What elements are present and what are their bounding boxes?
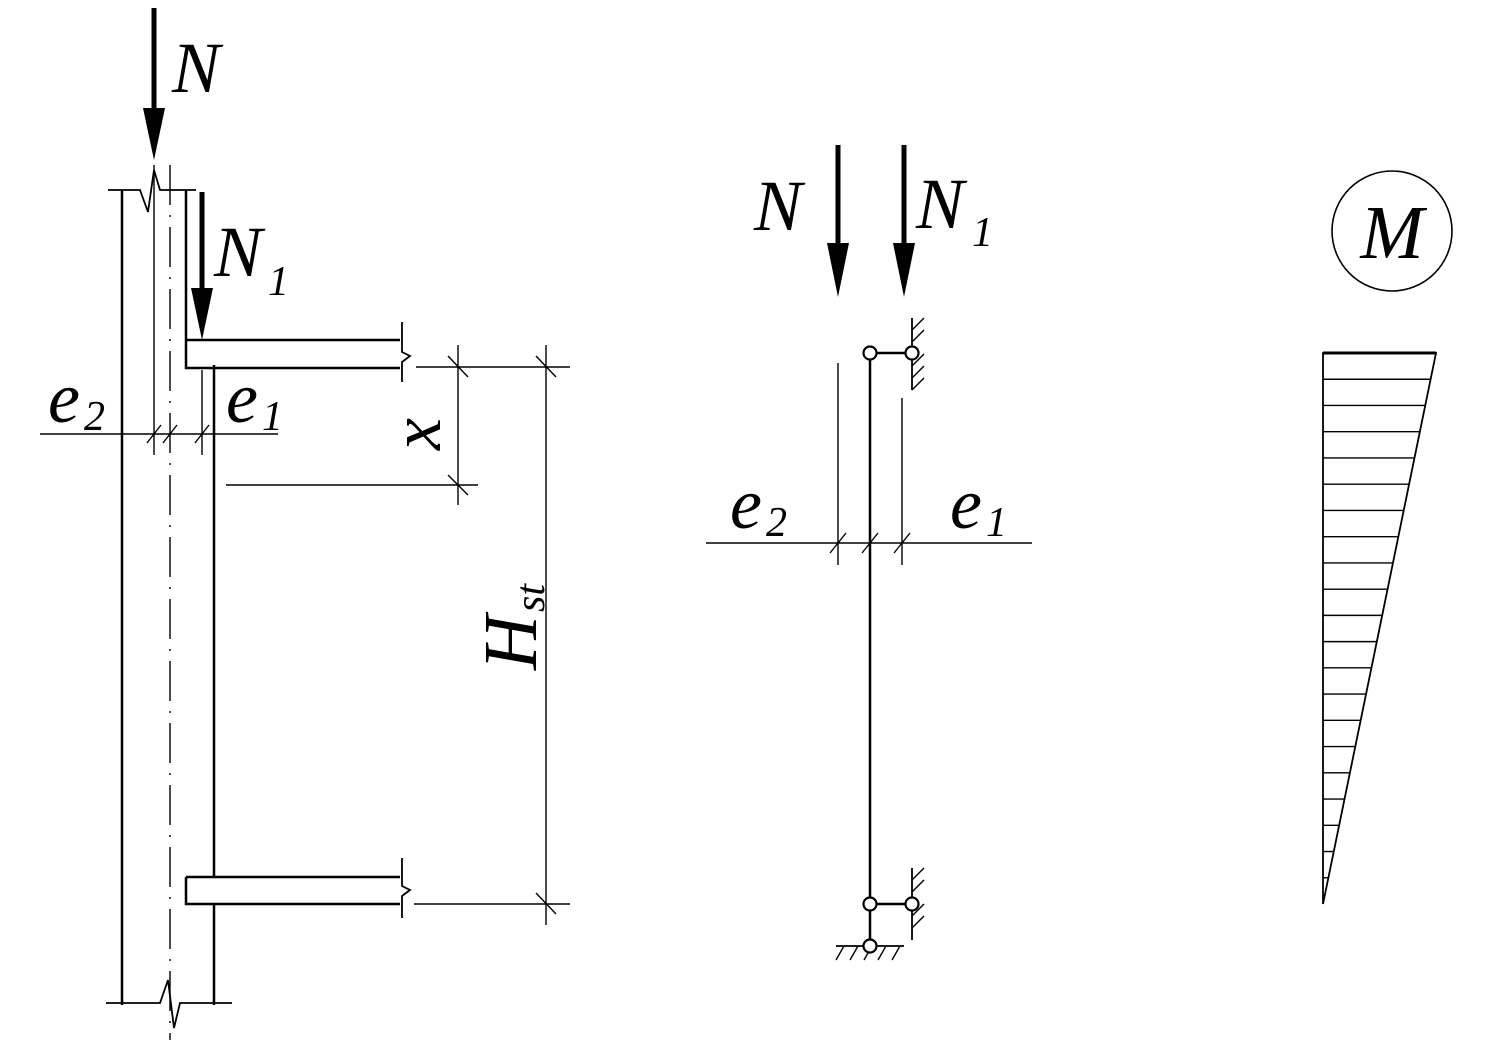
x-tick-bottom	[447, 474, 469, 496]
label-Hst: H	[469, 611, 553, 671]
upper-slab-bottom	[184, 340, 400, 370]
load-N-arrowhead	[143, 108, 165, 160]
model-label-e1: e	[950, 464, 982, 544]
tick-e2-left	[146, 424, 162, 444]
bottom-break-line	[106, 979, 232, 1029]
static-model: N N 1 e 2 e 1	[706, 145, 1032, 961]
model-label-N1-subscript: 1	[972, 210, 993, 256]
label-x: x	[376, 418, 456, 451]
top-support-hatch	[911, 317, 925, 391]
hinge-bottom-support	[904, 896, 920, 912]
upper-slab-break	[401, 322, 412, 382]
model-tick-left	[829, 532, 847, 554]
bottom-support-hatch	[911, 867, 925, 929]
tick-e1-right	[194, 424, 210, 444]
label-e1: e	[226, 358, 258, 438]
load-N1-arrowhead	[191, 288, 213, 340]
hinge-top-member	[862, 345, 878, 361]
model-tick-mid	[861, 532, 879, 554]
moment-triangle	[1322, 352, 1438, 905]
moment-diagram: M	[1322, 170, 1453, 905]
model-label-e2: e	[730, 464, 762, 544]
hinge-bottom-member	[862, 896, 878, 912]
label-e2: e	[48, 358, 80, 438]
label-e2-subscript: 2	[84, 394, 105, 440]
top-break-line	[108, 169, 196, 213]
label-N: N	[171, 28, 224, 108]
hinge-ground	[862, 938, 878, 954]
label-N1-subscript: 1	[268, 259, 289, 305]
lower-slab-bottom	[184, 877, 400, 906]
h-tick-bottom	[535, 892, 557, 915]
h-tick-top	[535, 355, 557, 378]
lower-slab-break	[401, 858, 412, 918]
model-label-e2-subscript: 2	[766, 500, 787, 546]
model-tick-right	[893, 532, 911, 554]
model-load-N1-arrowhead	[893, 243, 915, 297]
label-Hst-subscript: st	[508, 583, 554, 612]
model-label-N: N	[753, 166, 806, 246]
model-label-N1: N	[915, 164, 968, 244]
x-tick-top	[447, 355, 469, 378]
model-label-e1-subscript: 1	[986, 500, 1007, 546]
moment-label: M	[1359, 191, 1427, 275]
wall-section: N N 1 e 2 e 1 x H st	[40, 8, 570, 1040]
tick-e2-right	[162, 424, 178, 444]
moment-hatch	[1323, 378, 1431, 879]
hinge-top-support	[904, 345, 920, 361]
label-e1-subscript: 1	[262, 394, 283, 440]
moment-label-circle	[1331, 170, 1453, 292]
model-load-N-arrowhead	[827, 243, 849, 297]
label-N1: N	[213, 212, 266, 292]
